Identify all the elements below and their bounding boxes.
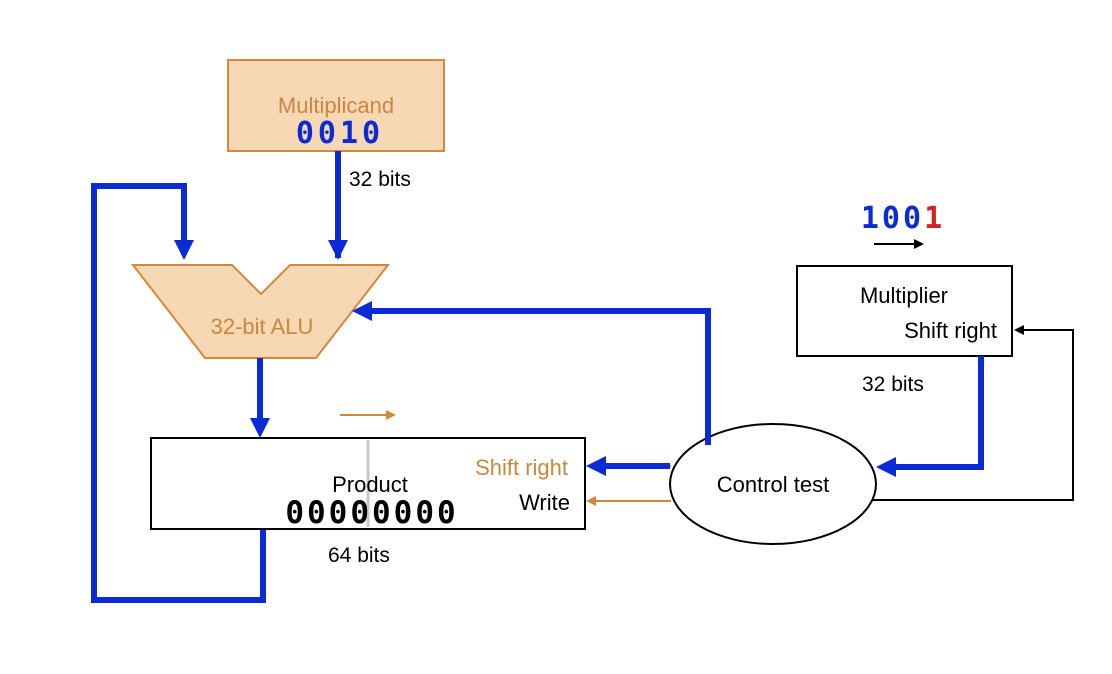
multiplicand-value: 0010 xyxy=(296,116,384,151)
control-test-label: Control test xyxy=(717,472,830,497)
control-to-product-arrowhead xyxy=(586,456,606,476)
alu-label: 32-bit ALU xyxy=(211,314,314,339)
multiplicand-register xyxy=(227,59,445,152)
multiplier-value-high-bits: 100 xyxy=(861,201,924,236)
product-width-label: 64 bits xyxy=(328,544,390,567)
multiplier-value-lsb: 1 xyxy=(924,201,945,236)
multiplicand-label: Multiplicand xyxy=(278,93,394,118)
multiplier-value: 1001 xyxy=(861,201,945,236)
multiplier-to-control-wire xyxy=(895,356,984,470)
control-test-unit xyxy=(669,423,877,545)
multiplicand-width-label: 32 bits xyxy=(349,168,411,191)
product-value: 00000000 xyxy=(285,495,458,531)
control-to-alu-arrowhead xyxy=(352,301,372,321)
product-shift-right-label: Shift right xyxy=(475,455,568,480)
product-write-label: Write xyxy=(519,490,570,515)
alu-shape xyxy=(130,264,391,359)
alu-to-product-arrowhead xyxy=(250,418,270,438)
multiplier-register xyxy=(796,265,1013,357)
multiplier-to-control-arrowhead xyxy=(876,457,896,477)
feedback-to-alu-arrowhead xyxy=(174,240,194,260)
multiplicand-to-alu-arrowhead xyxy=(328,240,348,260)
multiplier-label: Multiplier xyxy=(860,283,948,308)
product-label: Product xyxy=(332,472,408,497)
multiplier-shift-right-label: Shift right xyxy=(904,318,997,343)
control-to-multiplier-shift-signal xyxy=(873,325,1074,501)
multiplier-width-label: 32 bits xyxy=(862,373,924,396)
control-to-alu-wire xyxy=(372,308,711,445)
product-feedback-wire xyxy=(91,183,266,603)
